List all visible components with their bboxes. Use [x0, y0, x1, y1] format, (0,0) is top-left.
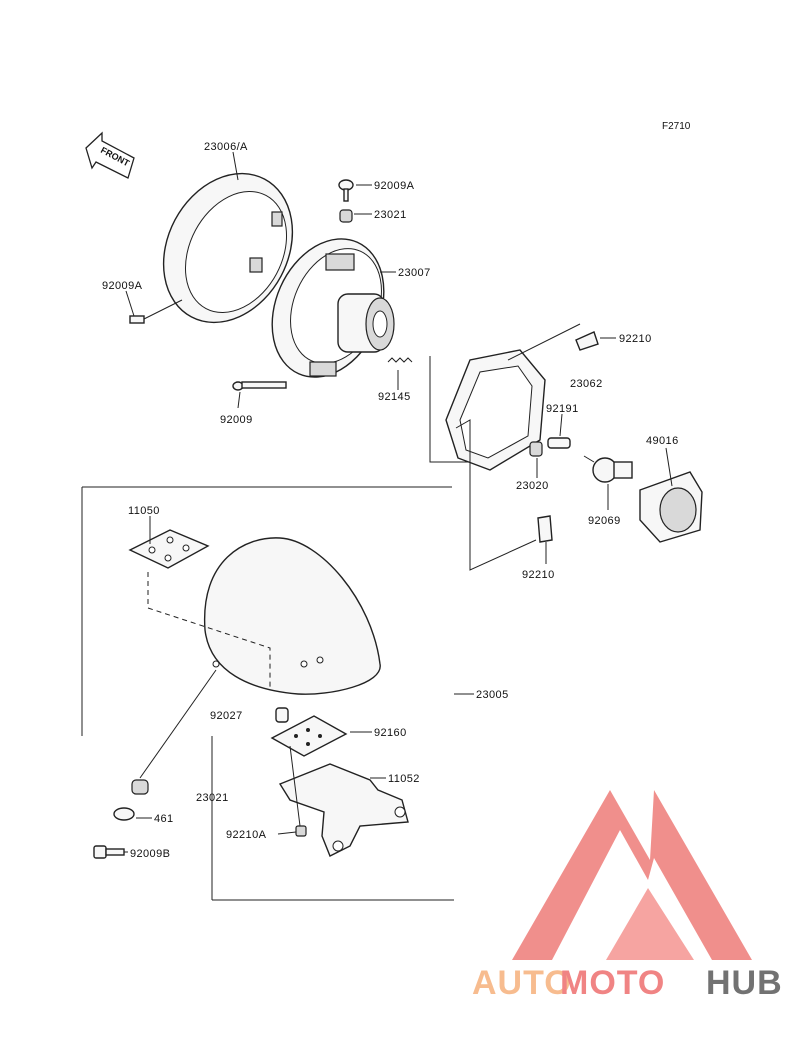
label-23062: 23062: [570, 378, 603, 390]
label-23020: 23020: [516, 480, 549, 492]
label-92009b: 92009B: [130, 848, 170, 860]
bolt-92009b: [93, 845, 125, 859]
label-92009a-left: 92009A: [102, 280, 143, 292]
logo-word-auto: AUTO: [472, 964, 572, 1002]
lamp-bracket: [445, 349, 546, 471]
label-23005: 23005: [476, 689, 509, 701]
screw-92009a-top: [338, 179, 354, 202]
label-92191: 92191: [546, 403, 579, 415]
label-23007: 23007: [398, 267, 431, 279]
plate-11050: [128, 529, 210, 569]
logo-word-hub: HUB: [706, 964, 783, 1002]
spring-92145: [387, 357, 413, 363]
screw-92009a-left: [129, 299, 183, 324]
clip-92210-mid: [537, 515, 553, 543]
front-arrow-icon: FRONT: [85, 131, 135, 179]
bulb-92069: [583, 455, 633, 483]
boot-49016: [639, 471, 703, 543]
label-11052: 11052: [388, 773, 420, 785]
label-461: 461: [154, 813, 174, 825]
headlight-rim: [162, 172, 294, 324]
label-11050: 11050: [128, 505, 160, 517]
label-92210-mid: 92210: [522, 569, 555, 581]
label-92210a: 92210A: [226, 829, 267, 841]
label-92160: 92160: [374, 727, 407, 739]
label-92069: 92069: [588, 515, 621, 527]
label-23021-top: 23021: [374, 209, 407, 221]
label-92009: 92009: [220, 414, 253, 426]
headlight-housing: [271, 238, 395, 378]
label-92009a-top: 92009A: [374, 180, 415, 192]
bracket-11052: [278, 763, 409, 857]
screw-92009: [232, 381, 287, 391]
nut-23021-bottom: [131, 779, 149, 795]
label-92027: 92027: [210, 710, 243, 722]
logo-word-moto: MOTO: [560, 964, 665, 1002]
collar-92027: [275, 707, 289, 723]
headlight-cover-23005: [204, 537, 381, 695]
clip-92210-top: [575, 331, 599, 351]
label-92210-top: 92210: [619, 333, 652, 345]
socket-92191: [547, 437, 571, 449]
automotohub-logo: AUTO MOTO HUB: [472, 790, 783, 1002]
nut-92210a: [295, 825, 307, 837]
label-23006a: 23006/A: [204, 141, 248, 153]
nut-23021-top: [339, 209, 353, 223]
label-23021-bottom: 23021: [196, 792, 229, 804]
holder-23020: [529, 441, 543, 457]
washer-461: [113, 807, 135, 821]
label-92145: 92145: [378, 391, 411, 403]
figure-code: F2710: [662, 121, 691, 132]
label-49016: 49016: [646, 435, 679, 447]
